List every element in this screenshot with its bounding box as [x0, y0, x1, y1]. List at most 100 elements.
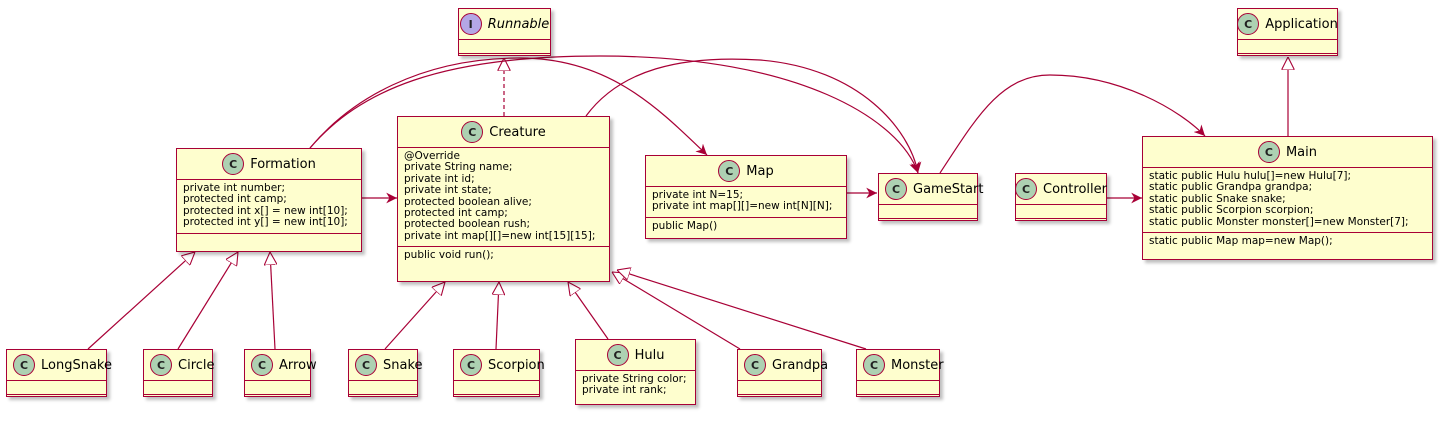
field: private int state; — [404, 184, 492, 197]
class-grandpa[interactable]: C Grandpa — [737, 349, 828, 397]
fields-section: private String color; private int rank; — [576, 370, 695, 401]
fields-section — [738, 380, 821, 394]
field: protected int y[] = new int[10]; — [183, 216, 348, 229]
controller-header: C Controller — [1015, 174, 1107, 204]
edge-formation-gamestart — [309, 55, 920, 174]
class-map[interactable]: C Map private int N=15; private int map[… — [645, 155, 847, 239]
class-icon: C — [150, 354, 172, 376]
methods-section — [1016, 218, 1106, 232]
class-scorpion[interactable]: C Scorpion — [453, 349, 545, 397]
class-controller[interactable]: C Controller — [1015, 173, 1107, 221]
method: public void run(); — [404, 249, 494, 262]
edge-monster-creature — [617, 270, 867, 350]
class-icon: C — [863, 354, 885, 376]
fields-section — [349, 380, 417, 394]
fields-section — [245, 380, 310, 394]
class-icon: C — [461, 121, 484, 143]
class-name: Formation — [250, 156, 316, 172]
fields-section: private int N=15; private int map[][]=ne… — [646, 186, 846, 217]
runnable-header: I Runnable — [459, 9, 550, 39]
class-gamestart[interactable]: C GameStart — [878, 173, 983, 221]
edge-circle-formation — [177, 252, 238, 350]
class-icon: C — [744, 354, 766, 376]
class-icon: C — [1257, 141, 1280, 163]
class-name: Application — [1265, 16, 1338, 32]
methods-section: static public Map map=new Map(); — [1143, 232, 1432, 251]
methods-section: public void run(); — [398, 246, 609, 265]
field: private String name; — [404, 161, 513, 174]
edge-creature-gamestart — [585, 58, 922, 174]
class-creature[interactable]: C Creature @Override private String name… — [397, 116, 610, 282]
methods-section — [144, 394, 212, 408]
field: private int map[][]=new int[15][15]; — [404, 229, 596, 242]
field: static public Grandpa grandpa; — [1149, 181, 1313, 194]
class-monster[interactable]: C Monster — [856, 349, 944, 397]
field: static public Snake snake; — [1149, 192, 1286, 205]
class-name: GameStart — [913, 181, 984, 197]
class-icon: C — [460, 354, 482, 376]
class-main[interactable]: C Main static public Hulu hulu[]=new Hul… — [1142, 136, 1433, 260]
methods-section — [7, 394, 106, 408]
field: private int map[][]=new int[N][N]; — [652, 200, 833, 213]
fields-section — [1238, 39, 1337, 53]
class-icon: C — [1237, 13, 1260, 35]
fields-section — [857, 380, 939, 394]
field: private int N=15; — [652, 189, 744, 201]
methods-section — [177, 232, 361, 247]
field: private int rank; — [582, 384, 667, 397]
application-header: C Application — [1237, 9, 1338, 39]
fields-section — [454, 380, 539, 394]
class-icon: C — [1015, 178, 1038, 200]
edge-formation-map — [309, 57, 708, 156]
field: protected int x[] = new int[10]; — [183, 204, 348, 217]
class-name: LongSnake — [41, 357, 112, 373]
class-snake[interactable]: C Snake — [348, 349, 423, 397]
longsnake-header: C LongSnake — [7, 350, 112, 380]
creature-header: C Creature — [398, 117, 609, 147]
field: private int id; — [404, 172, 475, 185]
class-application[interactable]: C Application — [1237, 8, 1338, 56]
field: static public Scorpion scorpion; — [1149, 204, 1314, 217]
class-circle[interactable]: C Circle — [143, 349, 215, 397]
interface-runnable[interactable]: I Runnable — [458, 8, 551, 56]
methods-section — [245, 394, 310, 408]
class-name: Hulu — [634, 347, 665, 363]
hulu-header: C Hulu — [576, 340, 695, 370]
method: public Map() — [652, 219, 718, 232]
arrow-header: C Arrow — [245, 350, 317, 380]
fields-section: @Override private String name; private i… — [398, 147, 609, 246]
methods-section — [1238, 53, 1337, 67]
snake-header: C Snake — [349, 350, 423, 380]
class-name: Arrow — [279, 357, 317, 373]
fields-section: static public Hulu hulu[]=new Hulu[7]; s… — [1143, 167, 1432, 232]
class-arrow[interactable]: C Arrow — [244, 349, 317, 397]
methods-section: public Map() — [646, 216, 846, 236]
fields-section — [1016, 204, 1106, 218]
field: static public Monster monster[]=new Mons… — [1149, 215, 1409, 228]
class-icon: C — [885, 178, 907, 200]
class-name: Creature — [489, 124, 546, 140]
method: static public Map map=new Map(); — [1149, 235, 1333, 248]
class-icon: C — [355, 354, 377, 376]
class-name: Runnable — [487, 16, 550, 32]
main-header: C Main — [1143, 137, 1432, 167]
class-name: Circle — [178, 357, 215, 373]
field: @Override — [404, 150, 460, 162]
class-name: Main — [1285, 144, 1318, 160]
class-name: Map — [746, 163, 774, 179]
methods-section — [459, 53, 550, 67]
map-header: C Map — [646, 156, 846, 186]
class-formation[interactable]: C Formation private int number; protecte… — [176, 148, 362, 252]
class-hulu[interactable]: C Hulu private String color; private int… — [575, 339, 696, 405]
field: protected int camp; — [404, 207, 508, 220]
methods-section — [879, 218, 977, 232]
class-icon: C — [13, 354, 35, 376]
edge-hulu-creature — [568, 282, 609, 340]
scorpion-header: C Scorpion — [454, 350, 545, 380]
class-icon: C — [251, 354, 273, 376]
field: protected int camp; — [183, 193, 287, 206]
class-icon: C — [718, 160, 741, 182]
methods-section — [349, 394, 417, 408]
class-longsnake[interactable]: C LongSnake — [6, 349, 112, 397]
fields-section — [7, 380, 106, 394]
